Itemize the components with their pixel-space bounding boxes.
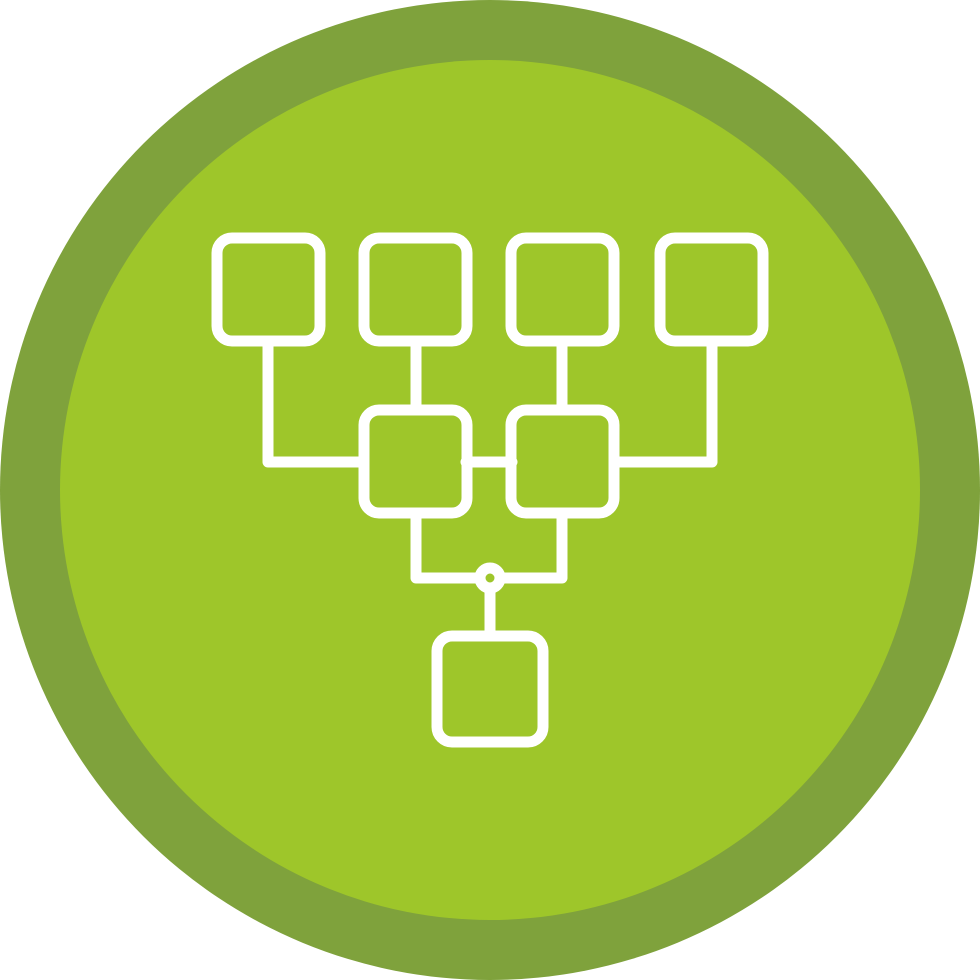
bracket-box [654, 232, 769, 347]
junction-node [474, 562, 506, 594]
bracket-box [211, 232, 326, 347]
bracket-diagram [211, 232, 769, 748]
connector-line [495, 509, 568, 584]
connector-line [262, 337, 368, 468]
bracket-box [431, 630, 549, 748]
bracket-box [505, 232, 620, 347]
bracket-box [358, 404, 473, 519]
inner-disc [60, 60, 920, 920]
bracket-box [505, 404, 620, 519]
connector-line [410, 509, 485, 584]
bracket-box [358, 232, 473, 347]
connector-line [610, 337, 718, 468]
